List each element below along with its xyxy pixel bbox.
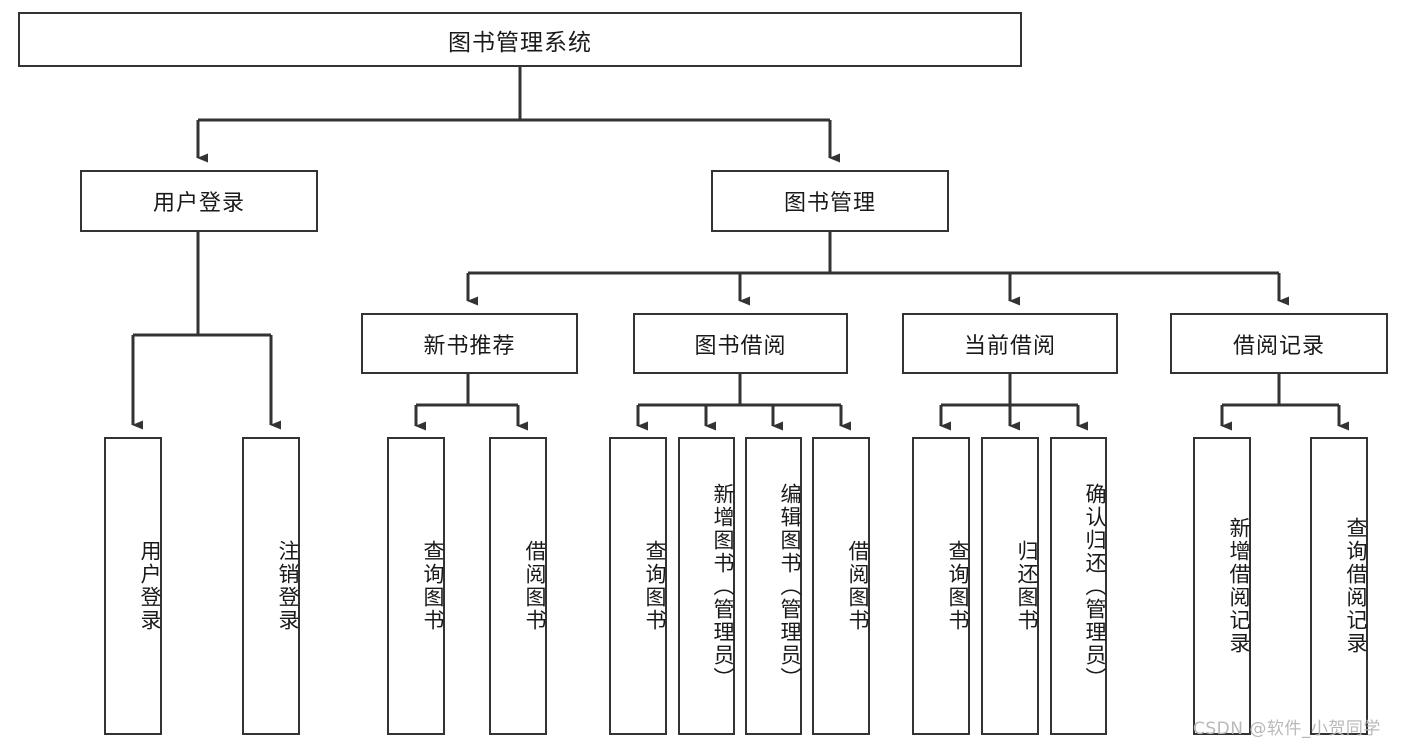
node-book-manage-label: 图书管理 xyxy=(783,191,876,216)
node-user-login[interactable]: 用户登录 xyxy=(80,170,318,232)
node-leaf-user-login-label: 用户登录 xyxy=(138,540,162,632)
node-leaf-logout[interactable]: 注销登录 xyxy=(242,437,300,735)
node-leaf-query-record-label: 查询借阅记录 xyxy=(1344,517,1368,655)
node-new-book-rec-label: 新书推荐 xyxy=(423,333,516,359)
node-user-login-label: 用户登录 xyxy=(152,191,245,216)
node-leaf-add-record-label: 新增借阅记录 xyxy=(1227,517,1251,655)
node-leaf-borrow-book-1[interactable]: 借阅图书 xyxy=(489,437,547,735)
node-leaf-borrow-book-2[interactable]: 借阅图书 xyxy=(812,437,870,735)
csdn-watermark: CSDN @软件_小贺同学 xyxy=(1193,719,1381,739)
node-new-book-rec[interactable]: 新书推荐 xyxy=(361,313,578,374)
node-leaf-add-record[interactable]: 新增借阅记录 xyxy=(1193,437,1251,735)
node-leaf-add-book-label: 新增图书（管理员） xyxy=(711,482,735,690)
node-leaf-query-book-3[interactable]: 查询图书 xyxy=(912,437,970,735)
node-leaf-add-book[interactable]: 新增图书（管理员） xyxy=(678,437,735,735)
node-leaf-query-book-2-label: 查询图书 xyxy=(643,540,667,632)
node-current-borrow[interactable]: 当前借阅 xyxy=(902,313,1118,374)
node-leaf-return-book[interactable]: 归还图书 xyxy=(981,437,1039,735)
node-root-label: 图书管理系统 xyxy=(448,29,592,56)
node-leaf-query-book-1-label: 查询图书 xyxy=(421,540,445,632)
node-book-borrow-label: 图书借阅 xyxy=(694,333,787,359)
node-leaf-confirm-return[interactable]: 确认归还（管理员） xyxy=(1050,437,1107,735)
node-leaf-logout-label: 注销登录 xyxy=(276,540,300,632)
node-borrow-record-label: 借阅记录 xyxy=(1232,333,1325,359)
node-leaf-borrow-book-2-label: 借阅图书 xyxy=(846,540,870,632)
node-leaf-query-record[interactable]: 查询借阅记录 xyxy=(1310,437,1368,735)
node-leaf-edit-book[interactable]: 编辑图书（管理员） xyxy=(745,437,802,735)
node-leaf-confirm-return-label: 确认归还（管理员） xyxy=(1083,482,1107,690)
node-book-manage[interactable]: 图书管理 xyxy=(711,170,949,232)
node-leaf-return-book-label: 归还图书 xyxy=(1015,540,1039,632)
node-leaf-edit-book-label: 编辑图书（管理员） xyxy=(778,482,802,690)
node-leaf-query-book-1[interactable]: 查询图书 xyxy=(387,437,445,735)
node-book-borrow[interactable]: 图书借阅 xyxy=(633,313,848,374)
node-leaf-query-book-2[interactable]: 查询图书 xyxy=(609,437,667,735)
node-leaf-user-login[interactable]: 用户登录 xyxy=(104,437,162,735)
node-borrow-record[interactable]: 借阅记录 xyxy=(1170,313,1388,374)
node-leaf-borrow-book-1-label: 借阅图书 xyxy=(523,540,547,632)
node-root[interactable]: 图书管理系统 xyxy=(18,12,1022,67)
node-leaf-query-book-3-label: 查询图书 xyxy=(946,540,970,632)
node-current-borrow-label: 当前借阅 xyxy=(963,333,1056,359)
